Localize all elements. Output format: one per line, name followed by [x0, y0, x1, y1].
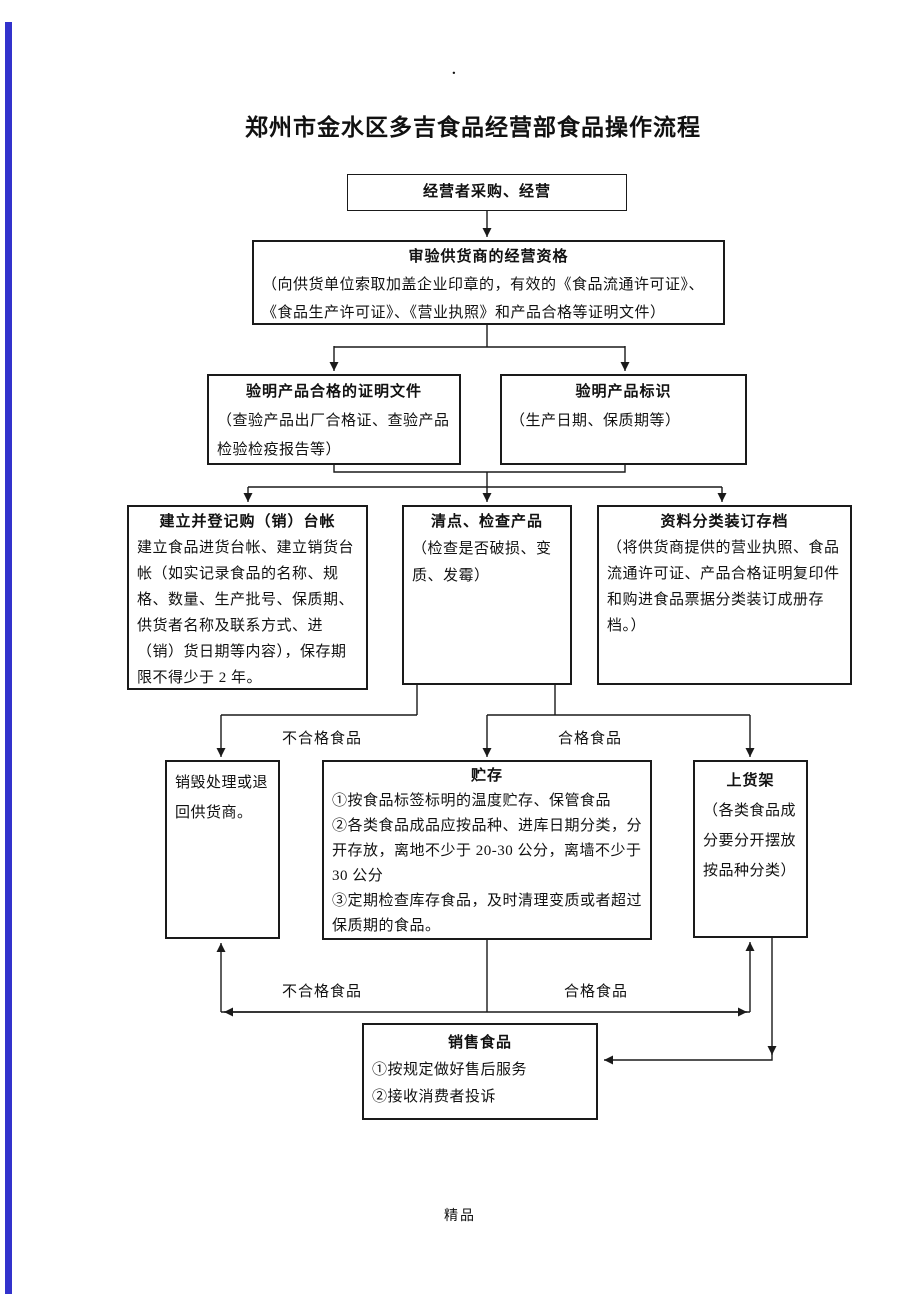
box-title: 上货架	[726, 773, 775, 789]
flow-box-shelf: 上货架 （各类食品成分要分开摆放按品种分类）	[693, 760, 808, 938]
flow-box-destroy: 销毁处理或退回供货商。	[165, 760, 280, 939]
split-to-row5	[221, 685, 750, 716]
flow-box-ledger: 建立并登记购（销）台帐 建立食品进货台帐、建立销货台帐（如实记录食品的名称、规格…	[127, 505, 368, 690]
flow-label-unqualified-upper: 不合格食品	[282, 731, 363, 747]
flow-box-verify-supplier: 审验供货商的经营资格 （向供货单位索取加盖企业印章的，有效的《食品流通许可证》、…	[252, 240, 725, 325]
box-body: （将供货商提供的营业执照、食品流通许可证、产品合格证明复印件和购进食品票据分类装…	[607, 540, 840, 634]
box-body: 建立食品进货台帐、建立销货台帐（如实记录食品的名称、规格、数量、生产批号、保质期…	[137, 540, 355, 686]
flow-label-qualified-upper: 合格食品	[558, 731, 623, 747]
box-title: 清点、检查产品	[430, 514, 543, 530]
box-body: （查验产品出厂合格证、查验产品检验检疫报告等）	[217, 413, 450, 458]
split-to-row3	[334, 325, 625, 348]
box-body-line: ②各类食品成品应按品种、进库日期分类，分开存放，离地不少于 20-30 公分，离…	[332, 818, 643, 884]
flow-box-storage: 贮存 ①按食品标签标明的温度贮存、保管食品 ②各类食品成品应按品种、进库日期分类…	[322, 760, 652, 940]
page-title: 郑州市金水区多吉食品经营部食品操作流程	[245, 115, 701, 140]
box-title: 资料分类装订存档	[660, 514, 789, 530]
flow-box-sell: 销售食品 ①按规定做好售后服务 ②接收消费者投诉	[362, 1023, 598, 1120]
box-title: 贮存	[470, 768, 503, 784]
box-title: 销售食品	[447, 1035, 512, 1051]
box-body: （各类食品成分要分开摆放按品种分类）	[703, 803, 797, 879]
box-title: 验明产品标识	[575, 384, 672, 400]
left-edge-bar	[5, 22, 12, 1294]
flow-box-archive: 资料分类装订存档 （将供货商提供的营业执照、食品流通许可证、产品合格证明复印件和…	[597, 505, 852, 685]
footer-watermark: 精品	[444, 1209, 476, 1224]
box-body: （生产日期、保质期等）	[510, 413, 681, 429]
flow-label-unqualified-lower: 不合格食品	[282, 984, 363, 1000]
flow-box-verify-label: 验明产品标识 （生产日期、保质期等）	[500, 374, 747, 465]
return-bus	[221, 940, 750, 1013]
box-body-line: ②接收消费者投诉	[372, 1089, 497, 1105]
box-body: （检查是否破损、变质、发霉）	[412, 541, 552, 584]
flow-box-inspect: 清点、检查产品 （检查是否破损、变质、发霉）	[402, 505, 572, 685]
split-to-row4	[248, 465, 722, 488]
flow-box-verify-cert: 验明产品合格的证明文件 （查验产品出厂合格证、查验产品检验检疫报告等）	[207, 374, 461, 465]
stray-dot: .	[452, 62, 456, 78]
shelf-to-sell-line	[700, 938, 773, 1061]
box-title: 经营者采购、经营	[422, 184, 551, 200]
box-title: 建立并登记购（销）台帐	[159, 514, 336, 530]
box-body-line: ③定期检查库存食品，及时清理变质或者超过保质期的食品。	[332, 893, 643, 934]
box-body: （向供货单位索取加盖企业印章的，有效的《食品流通许可证》、《食品生产许可证》、《…	[262, 277, 705, 321]
box-title: 审验供货商的经营资格	[408, 249, 569, 265]
flow-box-purchase: 经营者采购、经营	[347, 174, 627, 211]
box-title: 验明产品合格的证明文件	[245, 384, 422, 400]
box-body: 销毁处理或退回供货商。	[175, 775, 269, 821]
box-body-line: ①按食品标签标明的温度贮存、保管食品	[332, 793, 612, 809]
box-body-line: ①按规定做好售后服务	[372, 1062, 528, 1078]
flow-label-qualified-lower: 合格食品	[564, 984, 629, 1000]
